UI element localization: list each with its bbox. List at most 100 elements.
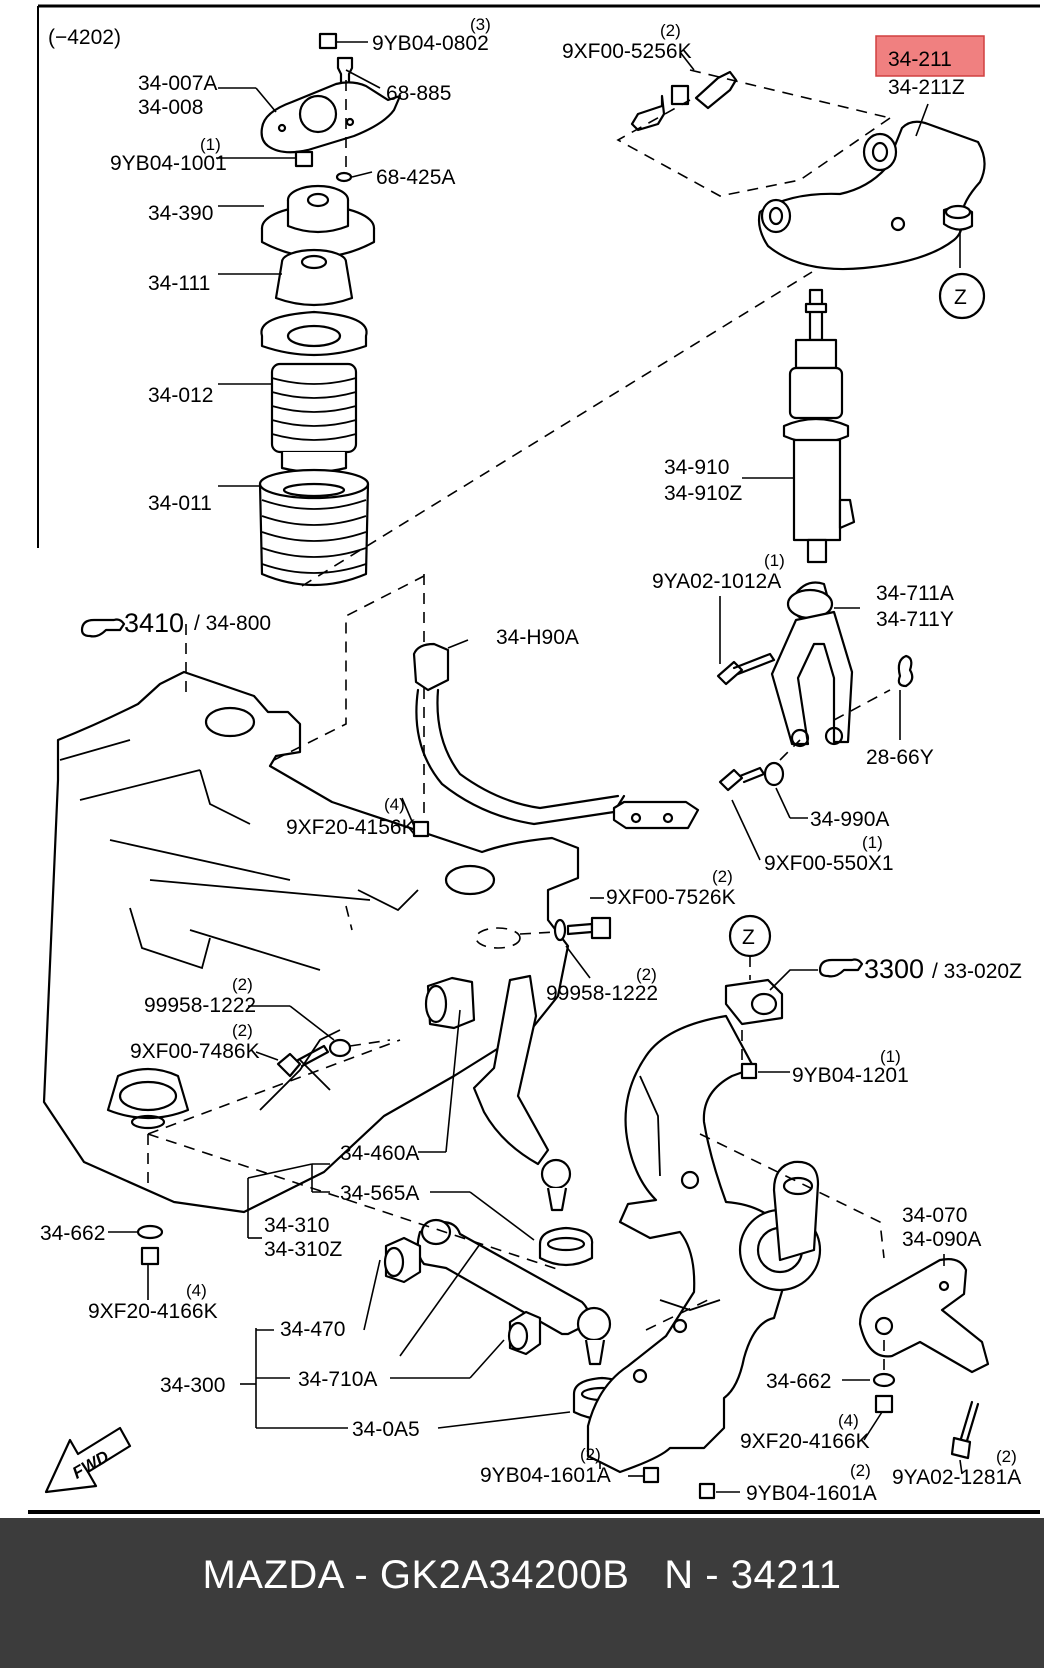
- label-34-0a5: 34-0A5: [352, 1418, 420, 1441]
- label-9xf00-550x1: 9XF00-550X1: [764, 852, 894, 875]
- label-34-910z: 34-910Z: [664, 482, 742, 505]
- label-9yb04-1601a: 9YB04-1601A: [746, 1482, 877, 1505]
- bolt-washer-icon: [553, 916, 612, 942]
- label-34-990a: 34-990A: [810, 808, 889, 831]
- coil-spring-icon: [258, 468, 370, 587]
- label-34-007a: 34-007A: [138, 72, 217, 95]
- label-34-008: 34-008: [138, 96, 203, 119]
- label-qty: (1): [880, 1047, 901, 1066]
- footer-bar: MAZDA - GK2A34200B N - 34211: [0, 1518, 1044, 1668]
- diagram-code: (−4202): [48, 26, 121, 49]
- knuckle-bracket-icon: [858, 1258, 990, 1374]
- label-qty: (1): [862, 833, 883, 852]
- label-9yb04-1601a: 9YB04-1601A: [480, 1464, 611, 1487]
- label-qty: (4): [186, 1281, 207, 1300]
- label-34-711a: 34-711A: [876, 582, 954, 605]
- ref-pointer-icon: [818, 958, 864, 978]
- label-34-310: 34-310: [264, 1214, 329, 1237]
- bump-stop-icon: [274, 248, 354, 307]
- ball-joint-boot-icon: [538, 1226, 594, 1267]
- label-34-470: 34-470: [280, 1318, 345, 1341]
- label-9yb04-1001: 9YB04-1001: [110, 152, 227, 175]
- nut-icon: [642, 1466, 660, 1484]
- label-34-710a: 34-710A: [298, 1368, 377, 1391]
- label-34-565a: 34-565A: [340, 1182, 419, 1205]
- washer-icon: [136, 1224, 164, 1240]
- reference-z-circle: [938, 272, 986, 320]
- label-ref-33-020z: / 33-020Z: [932, 960, 1022, 983]
- label-qty: (2): [996, 1447, 1017, 1466]
- nut-icon: [874, 1394, 894, 1414]
- label-99958-1222: 99958-1222: [546, 982, 658, 1005]
- label-qty: (2): [712, 867, 733, 886]
- label-qty: (1): [764, 551, 785, 570]
- label-qty: (2): [580, 1445, 601, 1464]
- shock-absorber-icon: [782, 288, 856, 564]
- label-qty: (4): [838, 1411, 859, 1430]
- label-34-390: 34-390: [148, 202, 213, 225]
- label-qty: (2): [636, 965, 657, 984]
- label-qty: (4): [384, 795, 405, 814]
- bolt-icon: [630, 70, 738, 132]
- label-34-090a: 34-090A: [902, 1228, 981, 1251]
- mount-plate-icon: [260, 81, 402, 154]
- label-qty: (3): [470, 15, 491, 34]
- label-9ya02-1281a: 9YA02-1281A: [892, 1466, 1021, 1489]
- nut-icon: [294, 150, 314, 168]
- nut-icon: [140, 1246, 160, 1266]
- label-34-012: 34-012: [148, 384, 213, 407]
- label-ref-34-800: / 34-800: [194, 612, 271, 635]
- nut-icon: [412, 820, 430, 838]
- bolt-icon: [950, 1400, 980, 1460]
- strut-fork-icon: [770, 581, 854, 748]
- label-34-662: 34-662: [766, 1370, 831, 1393]
- label-qty: (1): [200, 135, 221, 154]
- label-34-300: 34-300: [160, 1374, 225, 1397]
- nut-icon: [740, 1062, 758, 1080]
- bolt-icon: [716, 652, 776, 686]
- label-9xf00-7526k: 9XF00-7526K: [606, 886, 736, 909]
- label-34-910: 34-910: [664, 456, 729, 479]
- label-9xf00-7486k: 9XF00-7486K: [130, 1040, 260, 1063]
- label-ref-3300: 3300: [864, 954, 924, 984]
- label-34-460a: 34-460A: [340, 1142, 419, 1165]
- label-34-111: 34-111: [148, 272, 210, 295]
- label-qty: (2): [232, 1021, 253, 1040]
- bolt-washer-icon: [276, 1038, 352, 1078]
- label-34-h90a: 34-H90A: [496, 626, 579, 649]
- stabilizer-bar-icon: [412, 642, 700, 830]
- label-9ya02-1012a: 9YA02-1012A: [652, 570, 781, 593]
- label-ref-3410: 3410: [124, 608, 184, 638]
- upper-arm-icon: [757, 120, 986, 271]
- label-9yb04-1201: 9YB04-1201: [792, 1064, 909, 1087]
- label-34-711y: 34-711Y: [876, 608, 954, 631]
- label-34-662: 34-662: [40, 1222, 105, 1245]
- label-68-425a: 68-425A: [376, 166, 455, 189]
- label-34-011: 34-011: [148, 492, 212, 515]
- dust-boot-icon: [260, 310, 368, 474]
- label-99958-1222: 99958-1222: [144, 994, 256, 1017]
- label-9xf00-5256k: 9XF00-5256K: [562, 40, 692, 63]
- label-34-211: 34-211: [888, 48, 952, 71]
- ref-pointer-icon: [80, 618, 126, 638]
- steering-knuckle-icon: [586, 978, 822, 1474]
- label-9xf20-4166k: 9XF20-4166K: [740, 1430, 870, 1453]
- label-28-66y: 28-66Y: [866, 746, 934, 769]
- washer-icon: [872, 1372, 896, 1388]
- crossmember-icon: [42, 670, 580, 1214]
- label-68-885: 68-885: [386, 82, 451, 105]
- lower-arm-rear-icon: [383, 1218, 612, 1366]
- label-qty: (2): [850, 1461, 871, 1480]
- part-number-caption: MAZDA - GK2A34200B N - 34211: [202, 1552, 842, 1597]
- label-qty: (2): [232, 975, 253, 994]
- strut-mount-icon: [260, 184, 376, 259]
- label-9xf20-4156k: 9XF20-4156K: [286, 816, 416, 839]
- reference-z-circle: [728, 914, 772, 958]
- label-34-211z: 34-211Z: [888, 76, 965, 99]
- label-34-070: 34-070: [902, 1204, 967, 1227]
- nut-icon: [698, 1482, 716, 1500]
- highlight-box: [875, 35, 985, 77]
- parts-diagram: (−4202): [28, 4, 1040, 1514]
- bolt-washer-icon: [718, 761, 785, 792]
- label-9yb04-0802: 9YB04-0802: [372, 32, 489, 55]
